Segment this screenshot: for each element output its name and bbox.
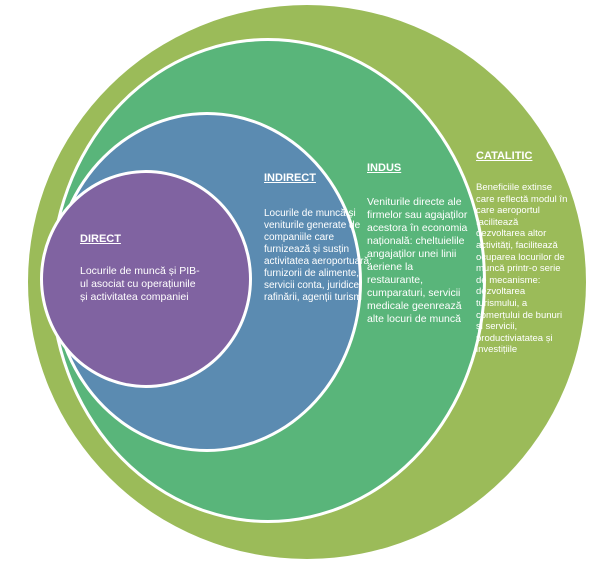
direct-description: Locurile de muncă și PIB-ul asociat cu o… bbox=[80, 265, 200, 303]
indirect-description: Locurile de muncă și veniturile generate… bbox=[264, 208, 372, 303]
catalitic-title: CATALITIC bbox=[476, 150, 533, 162]
direct-title: DIRECT bbox=[80, 233, 121, 245]
indus-title: INDUS bbox=[367, 162, 402, 174]
indus-description: Veniturile directe ale firmelor sau agaj… bbox=[367, 196, 468, 325]
catalitic-description: Beneficiile extinse care reflectă modul … bbox=[476, 182, 568, 356]
direct-circle bbox=[40, 170, 252, 388]
indirect-title: INDIRECT bbox=[264, 172, 316, 184]
